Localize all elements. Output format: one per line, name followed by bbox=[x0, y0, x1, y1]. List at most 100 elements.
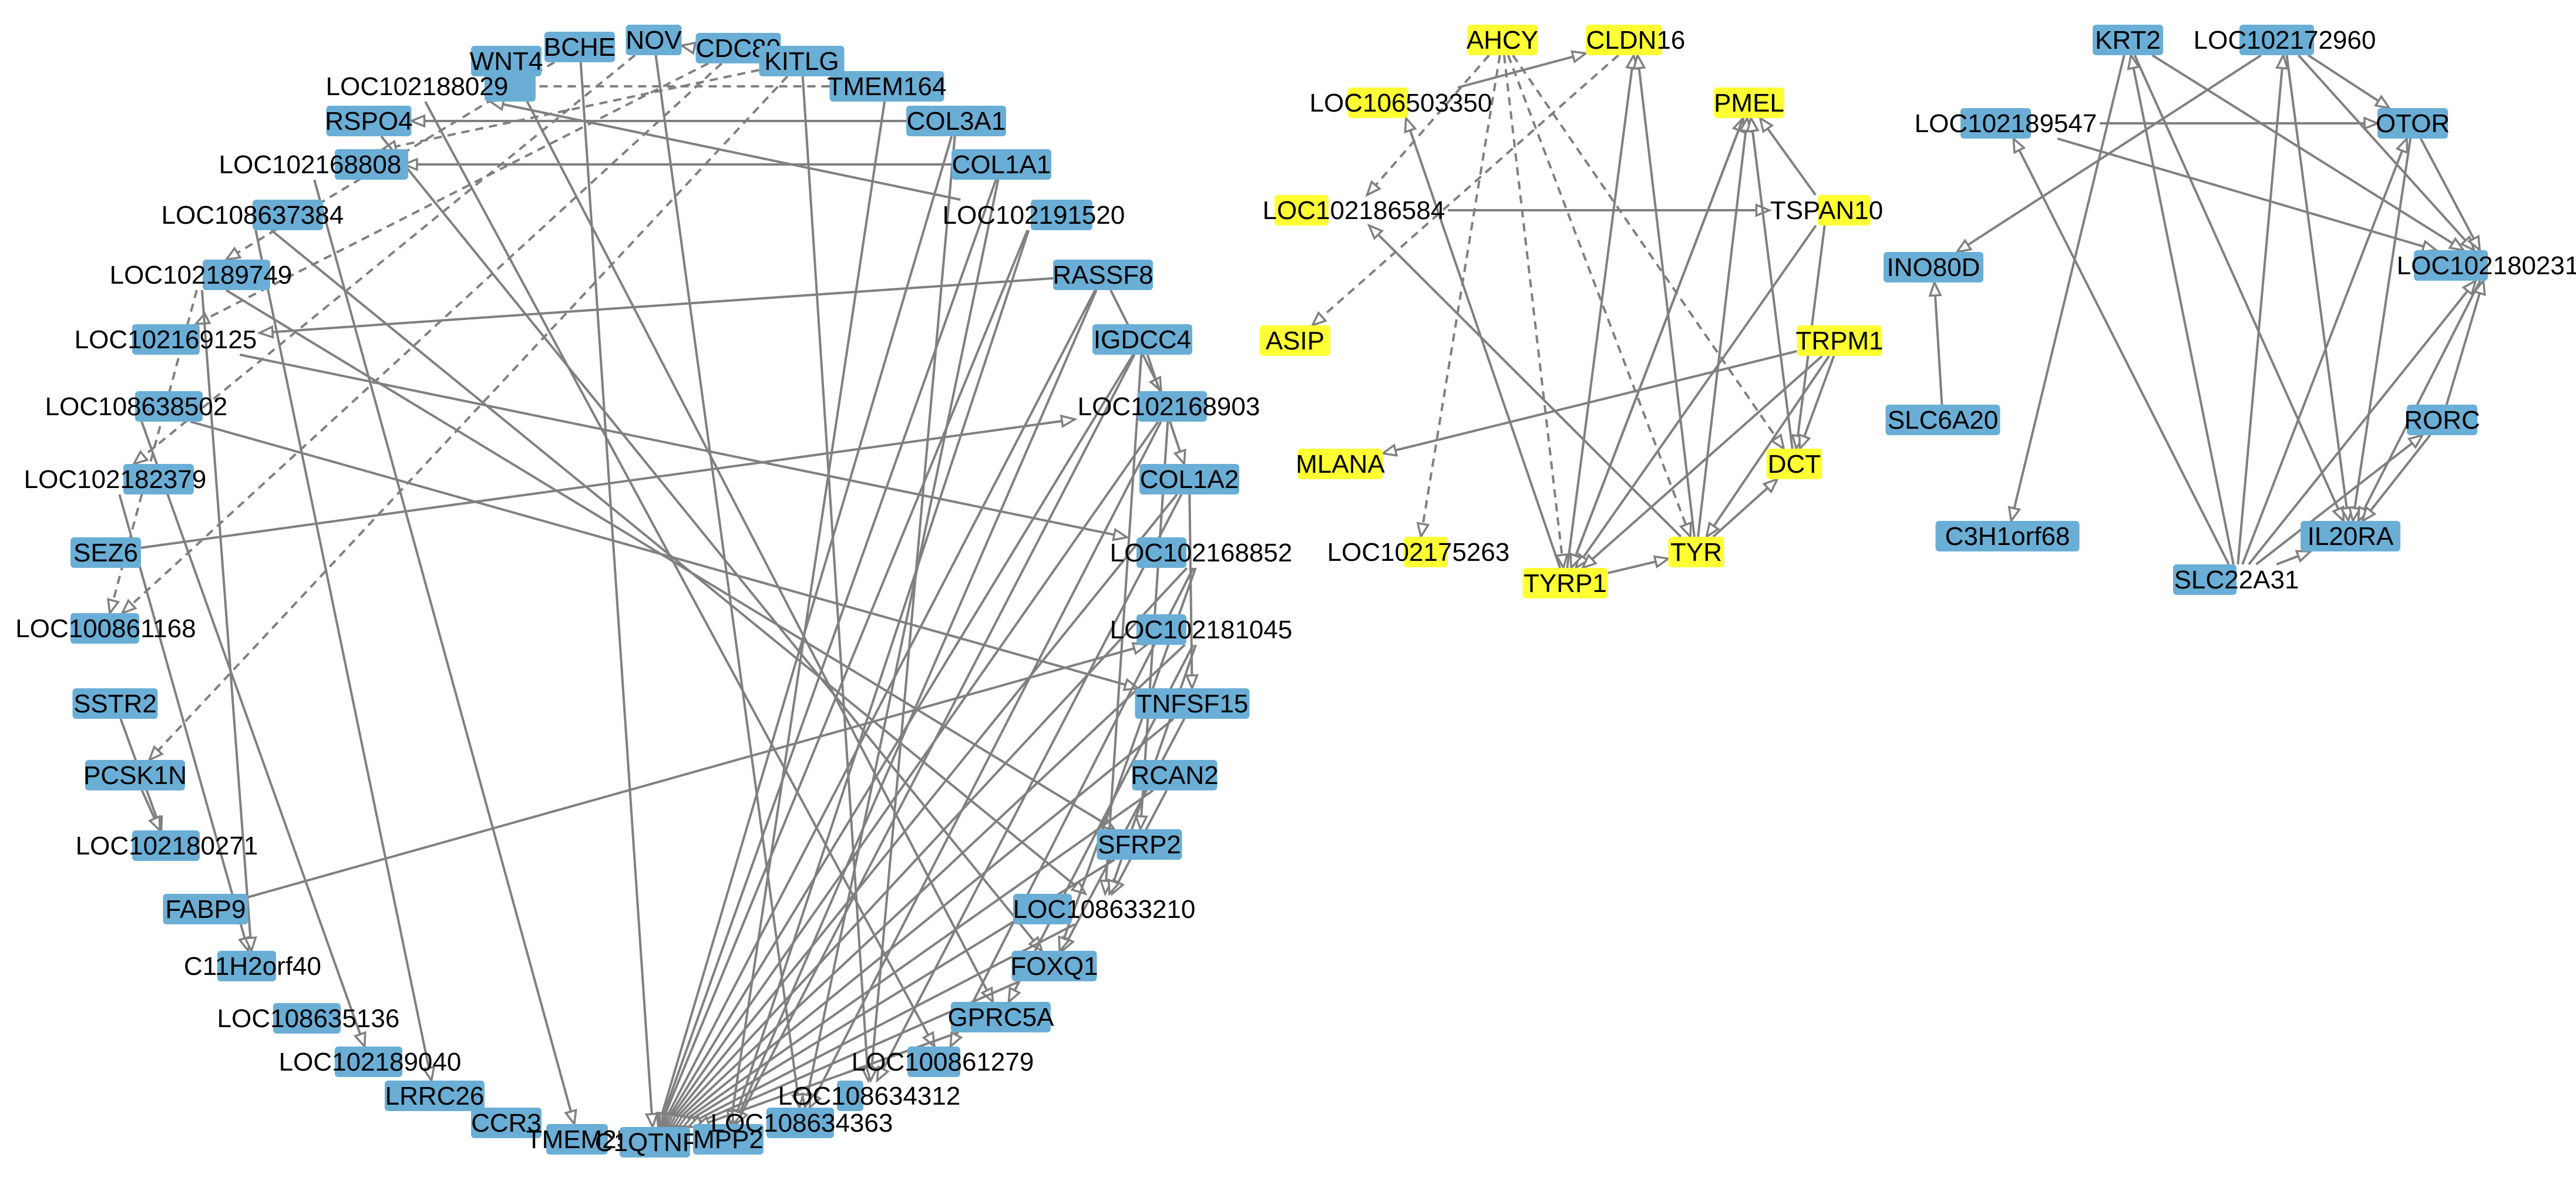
node-loc108634312[interactable]: LOC108634312 bbox=[778, 1081, 961, 1111]
node-box bbox=[385, 1081, 485, 1111]
edge-arrowhead bbox=[1632, 52, 1646, 70]
node-box bbox=[72, 688, 158, 719]
node-dct[interactable]: DCT bbox=[1766, 449, 1822, 479]
node-loc108633210[interactable]: LOC108633210 bbox=[1013, 894, 1196, 924]
node-ahcy[interactable]: AHCY bbox=[1467, 25, 1538, 55]
node-loc102191520[interactable]: LOC102191520 bbox=[943, 200, 1125, 230]
node-box bbox=[1274, 195, 1329, 226]
node-loc102182379[interactable]: LOC102182379 bbox=[24, 464, 207, 494]
node-loc108634363[interactable]: LOC108634363 bbox=[711, 1108, 893, 1138]
node-igdcc4[interactable]: IGDCC4 bbox=[1092, 324, 1192, 355]
node-loc108638502[interactable]: LOC108638502 bbox=[45, 391, 228, 422]
node-loc102180271[interactable]: LOC102180271 bbox=[76, 830, 258, 861]
edge-line bbox=[663, 420, 1159, 1128]
node-loc106503350[interactable]: LOC106503350 bbox=[1310, 88, 1492, 118]
node-label: LOC108638502 bbox=[45, 392, 228, 421]
edge-line bbox=[118, 494, 250, 951]
node-slc6a20[interactable]: SLC6A20 bbox=[1885, 405, 2000, 435]
edge-arrowhead bbox=[224, 246, 242, 261]
node-col1a2[interactable]: COL1A2 bbox=[1139, 464, 1239, 494]
node-lrrc26[interactable]: LRRC26 bbox=[385, 1081, 485, 1111]
node-bche[interactable]: BCHE bbox=[544, 32, 616, 62]
node-tnfsf15[interactable]: TNFSF15 bbox=[1135, 688, 1250, 719]
node-loc102169125[interactable]: LOC102169125 bbox=[75, 324, 257, 355]
node-sez6[interactable]: SEZ6 bbox=[70, 537, 141, 568]
node-otor[interactable]: OTOR bbox=[2376, 108, 2450, 139]
node-tmem164[interactable]: TMEM164 bbox=[828, 71, 947, 102]
edge-line bbox=[2285, 55, 2350, 521]
node-sfrp2[interactable]: SFRP2 bbox=[1097, 829, 1182, 860]
node-trpm1[interactable]: TRPM1 bbox=[1795, 325, 1884, 356]
edge-cdc80-to-loc102169125 bbox=[193, 62, 709, 326]
node-label: COL3A1 bbox=[907, 107, 1006, 136]
node-loc102168808[interactable]: LOC102168808 bbox=[219, 149, 408, 180]
node-tyr[interactable]: TYR bbox=[1668, 537, 1724, 567]
node-ccr3[interactable]: CCR3 bbox=[471, 1108, 542, 1138]
node-loc102168903[interactable]: LOC102168903 bbox=[1078, 391, 1260, 422]
node-rcan2[interactable]: RCAN2 bbox=[1131, 760, 1219, 790]
node-box bbox=[132, 830, 200, 861]
node-c3h1orf68[interactable]: C3H1orf68 bbox=[1935, 521, 2080, 551]
edge-line bbox=[665, 493, 1178, 1128]
node-pcsk1n[interactable]: PCSK1N bbox=[83, 760, 187, 790]
node-slc22a31[interactable]: SLC22A31 bbox=[2173, 564, 2299, 595]
node-loc102181045[interactable]: LOC102181045 bbox=[1110, 614, 1293, 645]
node-cldn16[interactable]: CLDN16 bbox=[1586, 25, 1685, 55]
edge-arrowhead bbox=[2127, 52, 2141, 70]
node-kitlg[interactable]: KITLG bbox=[759, 46, 845, 76]
node-c11h2orf40[interactable]: C11H2orf40 bbox=[184, 951, 321, 981]
node-rspo4[interactable]: RSPO4 bbox=[325, 106, 413, 136]
edge-loc108637384-to-loc108633210 bbox=[270, 229, 1088, 896]
node-fabp9[interactable]: FABP9 bbox=[163, 894, 248, 924]
node-loc108635136[interactable]: LOC108635136 bbox=[217, 1003, 400, 1034]
node-loc102180231[interactable]: LOC102180231 bbox=[2397, 250, 2576, 281]
node-loc102175263[interactable]: LOC102175263 bbox=[1327, 537, 1510, 567]
node-wnt4[interactable]: WNT4 bbox=[470, 46, 543, 76]
node-loc100861279[interactable]: LOC100861279 bbox=[852, 1047, 1034, 1077]
node-tmem25[interactable]: TMEM25 bbox=[526, 1124, 631, 1155]
edge-slc22a31-to-loc102180231 bbox=[2248, 278, 2478, 566]
node-loc102189749[interactable]: LOC102189749 bbox=[110, 260, 292, 290]
node-loc102189040[interactable]: LOC102189040 bbox=[279, 1047, 462, 1077]
node-mlana[interactable]: MLANA bbox=[1296, 449, 1385, 479]
node-asip[interactable]: ASIP bbox=[1260, 325, 1330, 356]
node-box bbox=[70, 537, 141, 568]
node-gprc5a[interactable]: GPRC5A bbox=[948, 1002, 1055, 1032]
node-loc102188029[interactable]: LOC102188029 bbox=[326, 71, 536, 102]
node-loc100861168[interactable]: LOC100861168 bbox=[15, 613, 196, 644]
node-krt2[interactable]: KRT2 bbox=[2093, 25, 2163, 55]
node-sstr2[interactable]: SSTR2 bbox=[72, 688, 158, 719]
node-col1a1[interactable]: COL1A1 bbox=[951, 149, 1051, 180]
edge-arrowhead bbox=[401, 157, 418, 171]
node-tyrp1[interactable]: TYRP1 bbox=[1522, 568, 1608, 598]
node-loc108637384[interactable]: LOC108637384 bbox=[162, 200, 344, 230]
edge-arrowhead bbox=[1770, 433, 1785, 451]
node-ino80d[interactable]: INO80D bbox=[1884, 252, 1983, 282]
edge-line bbox=[200, 290, 253, 951]
edge-arrowhead bbox=[2407, 433, 2425, 449]
node-mpp2[interactable]: MPP2 bbox=[693, 1124, 764, 1155]
edge-line bbox=[424, 101, 936, 1047]
edge-line bbox=[2357, 280, 2481, 521]
node-pmel[interactable]: PMEL bbox=[1714, 88, 1784, 118]
node-loc102189547[interactable]: LOC102189547 bbox=[1915, 108, 2097, 139]
node-rassf8[interactable]: RASSF8 bbox=[1052, 260, 1154, 290]
node-col3a1[interactable]: COL3A1 bbox=[906, 106, 1006, 136]
node-loc102172960[interactable]: LOC102172960 bbox=[2194, 25, 2376, 55]
node-foxq1[interactable]: FOXQ1 bbox=[1010, 951, 1098, 981]
node-box bbox=[1884, 252, 1983, 282]
node-c1qtnf8[interactable]: C1QTNF8 bbox=[595, 1127, 712, 1158]
edge-nov-to-loc108634363 bbox=[654, 55, 805, 1111]
node-loc102186584[interactable]: LOC102186584 bbox=[1263, 195, 1445, 226]
edge-line bbox=[2237, 55, 2285, 565]
edge-loc102168903-to-c1qtnf8 bbox=[663, 420, 1159, 1129]
node-tspan10[interactable]: TSPAN10 bbox=[1770, 195, 1883, 226]
node-nov[interactable]: NOV bbox=[625, 25, 682, 55]
edge-arrowhead bbox=[1746, 115, 1760, 133]
edge-arrowhead bbox=[2360, 506, 2377, 523]
node-rorc[interactable]: RORC bbox=[2404, 405, 2480, 435]
node-loc102168852[interactable]: LOC102168852 bbox=[1110, 537, 1293, 568]
edge-arrowhead bbox=[2007, 506, 2022, 524]
node-il20ra[interactable]: IL20RA bbox=[2301, 521, 2400, 551]
edge-line bbox=[1383, 349, 1797, 455]
